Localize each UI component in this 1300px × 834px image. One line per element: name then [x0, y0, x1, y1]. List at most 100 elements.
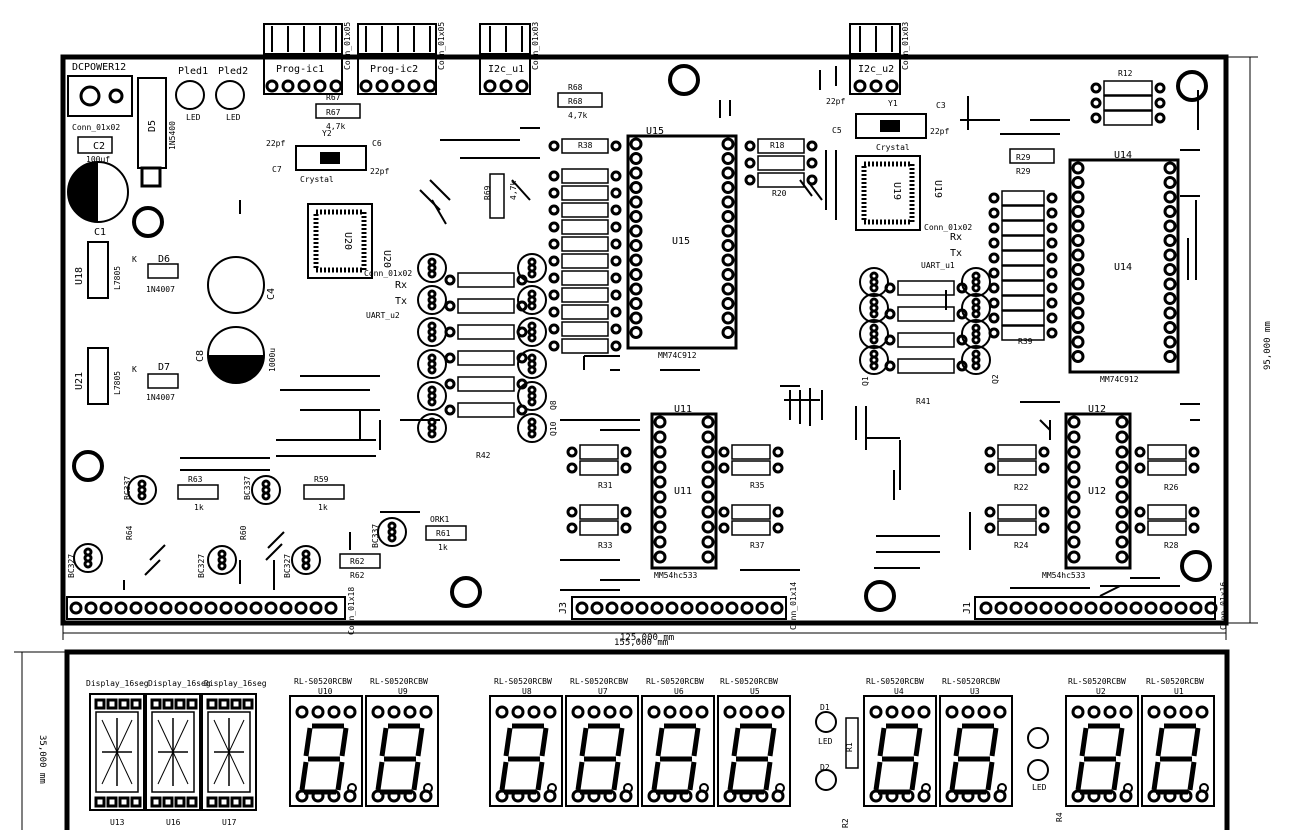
- r59-value: 1k: [318, 503, 328, 512]
- connector-pad: [994, 601, 1008, 615]
- u19-pins: [861, 161, 915, 225]
- seven-seg-6-pad-top: [869, 705, 883, 719]
- transistor-mr-0-pin-3: [971, 283, 981, 293]
- dip-pad: [1071, 350, 1085, 363]
- header-i2c-u2-pins: [849, 23, 901, 55]
- sixteen-seg-2-pad-top: [206, 698, 218, 710]
- sixteen-seg-2-pad-bottom: [206, 796, 218, 808]
- seven-seg-2-pad-top: [511, 705, 525, 719]
- sixteen-seg-2-pad-bottom: [242, 796, 254, 808]
- resistor-col-d-2-pad-a: [1090, 112, 1102, 124]
- header-prog-ic2: Prog-ic2 Conn_01x05: [357, 22, 446, 95]
- d6-label: D6: [158, 254, 170, 265]
- u10-label: U10: [318, 687, 333, 696]
- seven-seg-2-segment-1: [539, 727, 549, 757]
- seven-seg-4-frame: [641, 695, 715, 807]
- dim-width-label: 155,000 mm: [614, 638, 668, 648]
- seven-seg-1-pad-top: [403, 705, 417, 719]
- dip-pad: [721, 137, 735, 151]
- led-label-d2: LED: [1032, 783, 1047, 792]
- resistor-col-c-6-pad-a: [988, 282, 1000, 294]
- transistor-l-5-pin-3: [427, 429, 437, 439]
- dip-pad: [653, 490, 667, 504]
- conn-1x02-u1: Conn_01x02: [924, 223, 972, 232]
- transistor-l-3-pin-3: [427, 365, 437, 375]
- resistor-col-a-2-pad-a: [548, 204, 560, 216]
- u12-body: [1064, 412, 1132, 570]
- resistor-col-c-7-pad-b: [1046, 297, 1058, 309]
- dip-pad: [1115, 505, 1129, 519]
- connector-pad: [204, 601, 218, 615]
- seven-seg-6-segment-4: [873, 761, 883, 791]
- dip-pad: [629, 152, 643, 165]
- resistor-col-c-2-pad-a: [988, 222, 1000, 234]
- trace-d-9: [511, 179, 531, 201]
- sixteen-seg-1-frame: [145, 693, 201, 811]
- dip-pad: [701, 430, 715, 444]
- resistor-grid-15-pad-a: [1134, 522, 1146, 534]
- pled2-label: Pled2: [218, 66, 248, 77]
- resistor-grid-0-body: [579, 444, 619, 460]
- dip-pad: [1071, 219, 1085, 233]
- dip-pad: [1163, 292, 1177, 305]
- resistor-col-e-2-body: [457, 324, 515, 340]
- rl-label-u5: RL-S0520RCBW: [720, 677, 778, 686]
- seven-seg-8-segment-5: [1079, 727, 1089, 757]
- dip-pad: [721, 195, 735, 209]
- seven-seg-0-pad-top: [295, 705, 309, 719]
- led-d2-body: [815, 769, 837, 791]
- resistor-col-d-2-pad-b: [1154, 112, 1166, 124]
- mounting-hole-6: [864, 580, 896, 612]
- resistor-grid-13-pad-b: [1188, 462, 1200, 474]
- resistor-col-a-1-pad-a: [548, 187, 560, 199]
- resistor-col-a-7-pad-b: [610, 289, 622, 301]
- resistor-grid-11-body: [997, 520, 1037, 536]
- y1-core: [880, 120, 900, 132]
- resistor-col-a-8-pad-b: [610, 306, 622, 318]
- resistor-col-c-6-body: [1001, 280, 1045, 296]
- seven-seg-5-pad-bottom: [723, 789, 737, 803]
- c1-label: C1: [94, 227, 106, 238]
- u1-label: U1: [1174, 687, 1184, 696]
- dip-pad: [1115, 535, 1129, 549]
- transistor-r-4-pin-3: [527, 397, 537, 407]
- display-16seg-label-1: Display_16seg: [86, 679, 149, 688]
- seven-seg-0-segment-4: [299, 761, 309, 791]
- sixteen-seg-2-window: [207, 711, 251, 793]
- led-label-1: LED: [186, 113, 201, 122]
- transistor-ml-1-body: [859, 293, 889, 323]
- connector-j-left-label: Conn_01x18: [347, 587, 356, 635]
- dip-pad: [629, 326, 643, 339]
- dcpower-label: DCPOWER12: [72, 62, 126, 73]
- seven-seg-3-segment-1: [615, 727, 625, 757]
- header-pad: [869, 79, 883, 93]
- r67-body: [315, 103, 361, 119]
- u20-label: U20: [342, 232, 353, 250]
- seven-seg-3-pad-top: [571, 705, 585, 719]
- seven-seg-1-pad-top: [371, 705, 385, 719]
- q1-label: Q1: [861, 376, 870, 386]
- dip-pad: [1071, 176, 1085, 189]
- u18-body: [87, 241, 109, 299]
- u19-label: U19: [891, 182, 902, 200]
- seven-seg-3-pad-top: [619, 705, 633, 719]
- u21-body: [87, 347, 109, 405]
- dip-pad: [629, 224, 643, 238]
- r60-label: R60: [239, 525, 248, 540]
- header-pad: [359, 79, 373, 93]
- dip-pad: [653, 460, 667, 474]
- seven-seg-1-pad-top: [387, 705, 401, 719]
- resistor-col-c-7-body: [1001, 295, 1045, 311]
- u18-label: U18: [74, 267, 85, 285]
- trace-d-11: [1099, 585, 1121, 597]
- r62-label: R62: [350, 557, 365, 566]
- seven-seg-2-segment-2: [535, 761, 545, 791]
- seven-seg-2-pad-top: [527, 705, 541, 719]
- resistor-col-f-0-body: [897, 280, 955, 296]
- conn-1x02-label: Conn_01x02: [72, 123, 120, 132]
- r67-ref: R67: [326, 93, 341, 102]
- r2-label: R2: [841, 818, 850, 828]
- resistor-col-a-2-body: [561, 202, 609, 218]
- connector-pad: [695, 601, 709, 615]
- dip-pad: [721, 181, 735, 194]
